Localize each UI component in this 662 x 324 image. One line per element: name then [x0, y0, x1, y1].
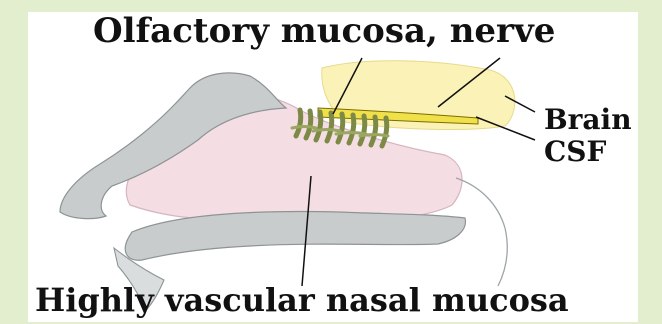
top-label: Olfactory mucosa, nerve	[93, 11, 555, 51]
csf-label: CSF	[544, 135, 607, 168]
brain-label: Brain	[544, 103, 632, 136]
bottom-label: Highly vascular nasal mucosa	[35, 281, 569, 319]
nasal-wall-right	[456, 178, 507, 286]
palate-bone	[125, 212, 465, 261]
